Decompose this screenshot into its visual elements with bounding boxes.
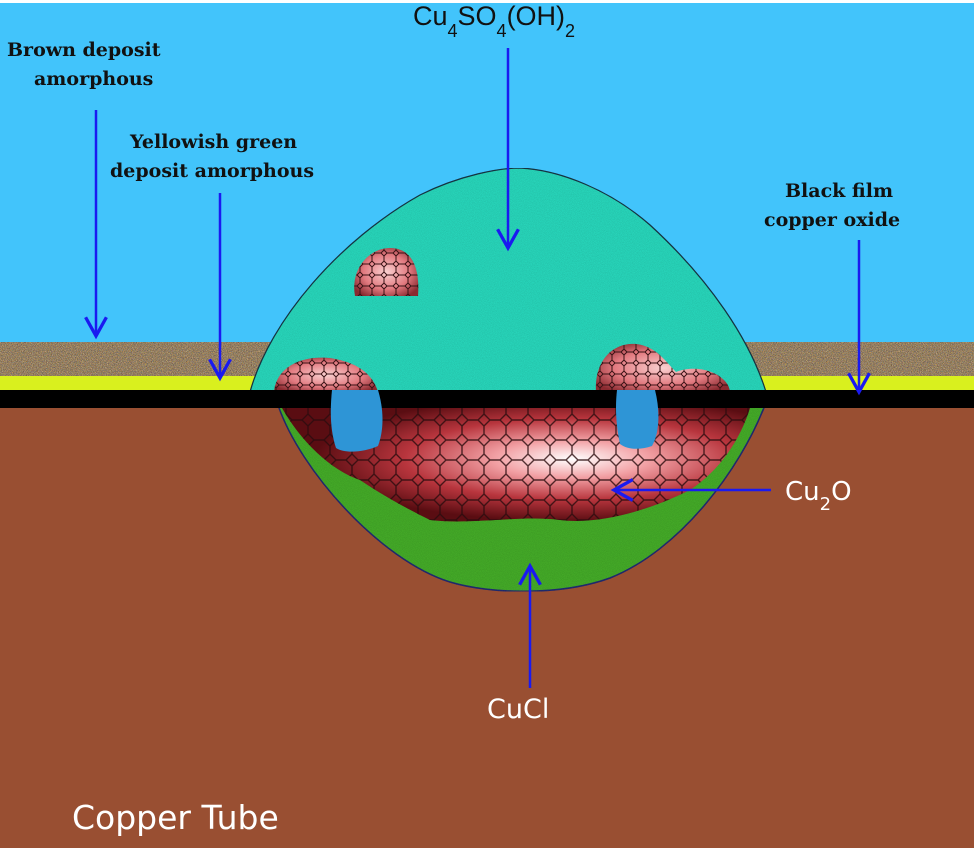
label-yellowish-green-deposit: Yellowish green deposit amorphous xyxy=(110,131,314,182)
basic-copper-sulfate-mound xyxy=(249,167,767,393)
label-basic-copper-sulfate: Cu4SO4(OH)2 xyxy=(413,1,575,41)
label-copper-tube: Copper Tube xyxy=(72,798,279,837)
label-cuprous-oxide: Cu2O xyxy=(785,477,852,515)
label-black-film: Black film copper oxide xyxy=(764,180,900,231)
void-right xyxy=(616,390,659,449)
label-brown-deposit: Brown deposit amorphous xyxy=(7,39,167,90)
label-cuprous-chloride: CuCl xyxy=(487,694,549,725)
void-left xyxy=(330,390,383,452)
black-film-layer xyxy=(0,390,974,408)
